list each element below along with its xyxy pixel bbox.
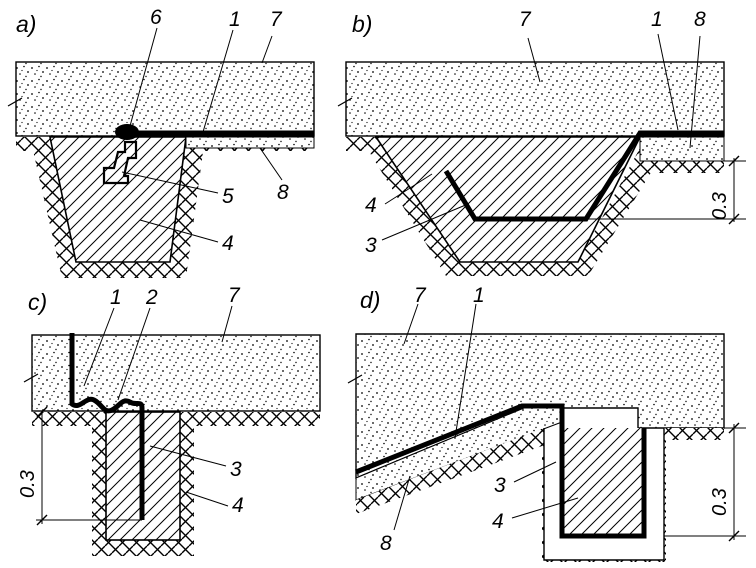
leader-4-a: [139, 219, 219, 243]
soil-around-trench-a: [30, 137, 205, 278]
break-mark-c: [23, 373, 39, 383]
membrane-c: [69, 333, 145, 520]
panel-label-d: d): [360, 287, 380, 313]
callout-7-b: 7: [519, 8, 532, 31]
panel-label-c: c): [28, 289, 47, 315]
concrete-slab-b: [345, 61, 725, 137]
dim-tick-top-b: [728, 155, 740, 167]
panel-c: c) 1 2 7 3 4 0.3: [17, 284, 321, 556]
leader-1-d: [454, 303, 477, 439]
callout-3-d: 3: [494, 474, 506, 497]
callout-1-c: 1: [110, 286, 122, 309]
break-mark-a: [7, 97, 23, 107]
dimension-label-c: 0.3: [17, 470, 39, 498]
dim-tick-bottom-b: [728, 213, 740, 225]
dimension-label-d: 0.3: [709, 488, 731, 516]
leader-1-c: [83, 307, 115, 387]
break-mark-d: [347, 374, 363, 384]
break-mark-b: [337, 97, 353, 107]
panel-a: a) 6 1 7 5 8 4: [7, 6, 315, 278]
callout-4-b: 4: [365, 194, 377, 217]
leader-4-b: [384, 173, 433, 205]
soil-strip-b-right: [640, 161, 724, 173]
leader-1-a: [202, 29, 234, 133]
callout-7-a: 7: [270, 8, 283, 31]
soil-around-trench-c: [92, 412, 194, 556]
membrane-d: [355, 403, 647, 539]
leader-1-b: [657, 33, 679, 131]
leader-2-c: [117, 307, 151, 401]
concrete-slab-a: [15, 61, 315, 137]
trench-fill-b: [374, 136, 642, 263]
callout-5-a: 5: [222, 185, 234, 208]
trench-outline-d: [543, 428, 665, 561]
leader-7-c: [221, 305, 233, 343]
trench-fill-a: [49, 136, 187, 263]
dim-tick-top-c: [36, 406, 48, 418]
dim-tick-bottom-c: [36, 514, 48, 526]
callout-3-b: 3: [365, 234, 377, 257]
dimension-label-b: 0.3: [709, 192, 731, 220]
concrete-slab-c: [31, 334, 321, 412]
leader-7-a: [261, 35, 273, 64]
leader-7-d: [403, 303, 419, 345]
callout-4-d: 4: [492, 510, 504, 533]
panel-label-b: b): [352, 11, 372, 37]
panel-d: d) 7 1 3 4 8 0.3: [347, 284, 746, 562]
leader-8-b: [689, 35, 701, 149]
leader-8-a: [259, 147, 283, 181]
waterstop-profile-a: [102, 140, 138, 185]
leader-5-a: [121, 171, 219, 194]
leader-3-d: [513, 461, 557, 483]
callout-2-c: 2: [145, 286, 158, 309]
leader-4-c: [185, 491, 229, 507]
leader-7-b: [527, 37, 541, 83]
leader-8-d: [393, 475, 411, 531]
callout-4-a: 4: [222, 232, 234, 255]
callout-1-d: 1: [473, 284, 485, 307]
panel-label-a: a): [16, 11, 36, 37]
dim-tick-top-d: [728, 422, 740, 434]
callout-7-c: 7: [228, 284, 241, 307]
underlay-layer-b: [639, 136, 725, 162]
leader-6-a: [129, 27, 158, 127]
leader-3-b: [381, 203, 469, 241]
callout-3-c: 3: [230, 458, 242, 481]
trench-fill-d: [562, 428, 644, 536]
callout-8-a: 8: [277, 181, 289, 204]
dim-tick-bottom-d: [728, 530, 740, 542]
callout-6-a: 6: [150, 6, 162, 29]
underlay-layer-a: [185, 136, 315, 149]
soil-around-trench-b: [360, 137, 658, 276]
callout-1-a: 1: [229, 8, 241, 31]
callout-8-d: 8: [380, 532, 392, 555]
panel-b: b) 7 1 8 4 3 0.3: [337, 8, 746, 276]
callout-1-b: 1: [651, 8, 663, 31]
callout-8-b: 8: [694, 8, 706, 31]
leader-4-d: [511, 497, 579, 519]
callout-7-d: 7: [414, 284, 427, 307]
leader-3-c: [149, 445, 227, 467]
callout-4-c: 4: [232, 494, 244, 517]
